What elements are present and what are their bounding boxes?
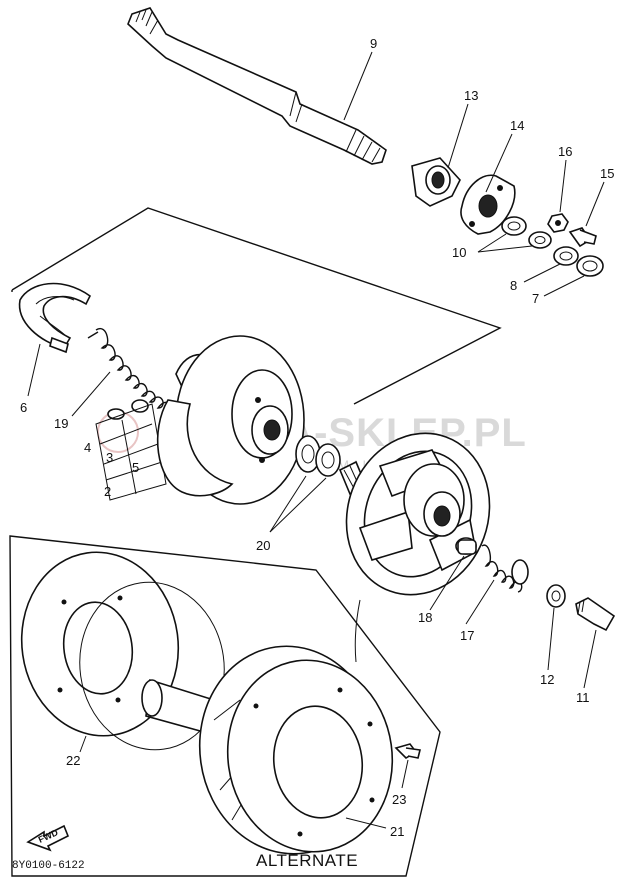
primary-shaft [127,7,387,165]
fitting-box [95,403,167,501]
assembly-outline-alternate [9,535,441,877]
label-22: 22 [66,753,80,768]
label-20: 20 [256,538,270,553]
leader-alternate [354,599,361,663]
spring-19 [87,327,172,413]
label-14: 14 [510,118,524,133]
label-21: 21 [390,824,404,839]
label-2: 2 [104,484,111,499]
label-8: 8 [510,278,517,293]
label-3: 3 [106,450,113,465]
label-12: 12 [540,672,554,687]
slider-piece-3 [107,408,125,420]
primary-sheave [156,335,305,505]
bolt-23 [394,743,421,760]
bolt-11 [575,597,616,632]
washer-7 [576,255,604,277]
label-7: 7 [532,291,539,306]
sliding-sheave [338,432,491,596]
disc-22 [20,551,180,737]
label-18: 18 [418,610,432,625]
spring-17 [481,544,529,593]
label-5: 5 [132,460,139,475]
label-11: 11 [576,690,590,705]
label-19: 19 [54,416,68,431]
assembly-outline-upper [11,207,502,405]
washer-10a [501,216,527,236]
slider-piece-5 [131,399,149,413]
disc-21 [198,645,394,855]
cam-6 [18,282,92,354]
fwd-arrow-icon: FWD [26,824,70,852]
label-23: 23 [392,792,406,807]
bearing-13 [411,157,461,207]
bolt-15 [568,227,597,248]
alternate-caption: ALTERNATE [256,851,358,870]
flange-plate-14 [460,174,516,235]
washer-8 [553,246,579,266]
label-15: 15 [600,166,614,181]
washer-10b [528,231,552,249]
diagram-code: 8Y0100-6122 [12,860,85,872]
washer-12 [546,584,566,608]
label-4: 4 [84,440,91,455]
label-10: 10 [452,245,466,260]
collar-20b [315,443,341,477]
label-17: 17 [460,628,474,643]
label-9: 9 [370,36,377,51]
bushing-18 [455,537,477,555]
label-13: 13 [464,88,478,103]
label-6: 6 [20,400,27,415]
label-16: 16 [558,144,572,159]
nut-16 [547,213,569,233]
